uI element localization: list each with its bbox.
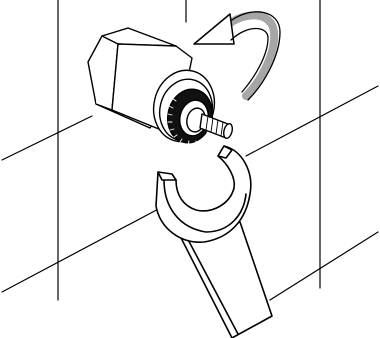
tile-joint-diagonal-2	[246, 86, 378, 156]
valve-cartridge	[88, 28, 234, 148]
tile-joint-diagonal-1	[2, 116, 92, 160]
tile-joint-diagonal-4	[270, 232, 378, 300]
tile-joint-diagonal-3	[2, 206, 164, 292]
rotation-arrow-shaft	[226, 15, 274, 96]
open-end-wrench	[156, 146, 272, 338]
rotation-arrow-head-icon	[194, 14, 234, 44]
wrench-lower-jaw-tip	[158, 172, 176, 180]
